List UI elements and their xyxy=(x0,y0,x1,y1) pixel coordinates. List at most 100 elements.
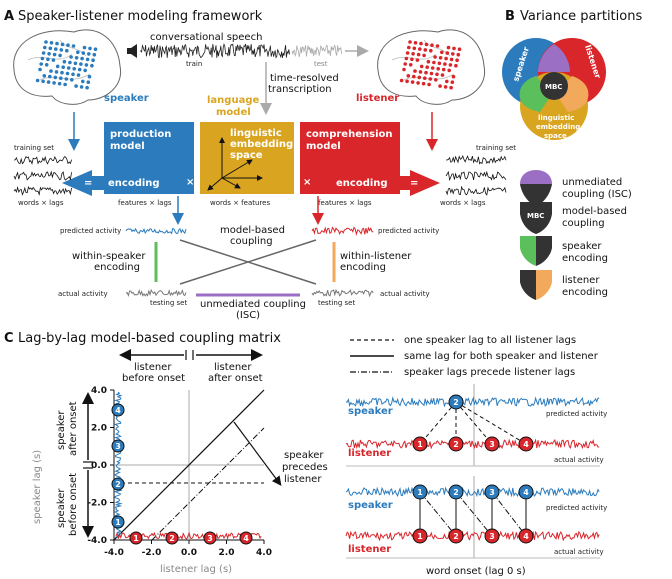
legend-mbc-line2: coupling xyxy=(562,218,605,229)
electrode-dot xyxy=(449,85,453,90)
electrode-dot xyxy=(66,43,70,47)
electrode-dot xyxy=(421,81,426,86)
bottom-listener-trace xyxy=(345,530,600,542)
electrode-dot xyxy=(427,82,431,87)
speaker-before-line2: before onset xyxy=(68,473,79,536)
x-tick-label: -2.0 xyxy=(142,548,162,558)
speech-label: conversational speech xyxy=(150,32,262,43)
top-actual-label: actual activity xyxy=(554,456,604,464)
panel-b: B Variance partitions speaker listener M… xyxy=(502,9,642,300)
electrode-dot xyxy=(49,41,54,45)
electrode-dot xyxy=(52,81,56,85)
predicted-trace-right xyxy=(311,226,374,237)
lag-node-label: 2 xyxy=(453,488,459,497)
bottom-actual-label: actual activity xyxy=(554,548,604,556)
speaker-after-line2: after onset xyxy=(68,401,79,456)
speaker-before-line1: speaker xyxy=(56,488,67,528)
lag-node-label: 3 xyxy=(207,534,213,543)
electrode-dot xyxy=(451,52,455,56)
electrode-dot xyxy=(51,58,56,62)
speaker-label: speaker xyxy=(104,93,149,104)
electrode-dot xyxy=(412,74,416,79)
matrix-y-ticks: 4.02.00.0-2.0-4.0 xyxy=(87,386,114,546)
lag-node-label: 4 xyxy=(243,534,249,543)
lag-node xyxy=(111,515,125,529)
language-model-line2: model xyxy=(216,107,251,118)
comprehension-line2: model xyxy=(306,141,341,152)
training-trace-left-1 xyxy=(13,155,72,166)
electrode-dot xyxy=(457,47,462,51)
electrode-dot xyxy=(440,73,445,77)
electrode-dot xyxy=(74,56,79,60)
legend-isc-line1: unmediated xyxy=(562,177,622,188)
speaker-lag-axis: speaker lag (s) xyxy=(32,450,43,524)
electrode-dot xyxy=(416,81,420,85)
lag-node-label: 1 xyxy=(133,534,139,543)
electrode-dot xyxy=(449,57,454,62)
language-model-line1: language xyxy=(207,95,259,106)
electrode-dot xyxy=(35,78,40,83)
electrode-dot xyxy=(446,45,451,50)
lag-node xyxy=(412,436,428,452)
electrode-dot xyxy=(407,45,411,50)
comprehension-encoding: encoding xyxy=(336,178,388,189)
training-trace-right-1 xyxy=(446,154,507,165)
electrode-dot xyxy=(65,71,70,76)
listener-label: listener xyxy=(356,93,399,104)
electrode-dot xyxy=(60,70,64,75)
top-dashed-links xyxy=(419,401,527,445)
lag-node-label: 3 xyxy=(489,440,495,449)
electrode-dot xyxy=(413,69,417,73)
electrode-dot xyxy=(79,85,84,89)
electrode-dot xyxy=(81,79,85,84)
within-speaker-line2: encoding xyxy=(94,262,140,273)
legend-dashdot-label: speaker lags precede listener lags xyxy=(404,367,575,378)
lag-link xyxy=(455,491,493,537)
word-onset-label: word onset (lag 0 s) xyxy=(426,566,526,577)
electrode-dot xyxy=(88,46,92,51)
electrode-dot xyxy=(411,52,415,56)
svg-text:MBC: MBC xyxy=(527,212,544,220)
lag-node-label: 1 xyxy=(115,518,121,527)
times-left: × xyxy=(186,177,194,188)
electrode-dot xyxy=(403,62,408,66)
lag-node-label: 4 xyxy=(523,440,529,449)
electrode-dot xyxy=(450,80,455,84)
listener-electrode-grid xyxy=(399,40,462,90)
testing-right: testing set xyxy=(318,299,355,307)
lag-node xyxy=(111,439,125,453)
electrode-dot xyxy=(46,57,50,62)
electrode-dot xyxy=(410,80,415,84)
diagonal-solid-line xyxy=(113,389,265,541)
production-model-line1: production xyxy=(110,129,171,140)
electrode-dot xyxy=(93,47,98,51)
electrode-dot xyxy=(423,48,428,52)
train-label: train xyxy=(186,60,202,68)
speaker-brain xyxy=(13,29,122,105)
electrode-dot xyxy=(47,52,51,56)
bottom-speaker-trace xyxy=(345,486,600,498)
electrode-dot xyxy=(39,62,43,66)
precedes-line2: precedes xyxy=(282,462,328,473)
electrode-dot xyxy=(72,67,76,71)
x-tick-label: 2.0 xyxy=(219,548,235,558)
lag-node xyxy=(448,528,464,544)
within-listener-line1: within-listener xyxy=(340,251,412,262)
electrode-dot xyxy=(65,48,69,53)
electrode-dot xyxy=(41,79,45,84)
predicted-trace-left xyxy=(125,227,187,235)
model-based-line2: coupling xyxy=(230,236,273,247)
electrode-dot xyxy=(404,56,409,61)
lag-node xyxy=(518,528,534,544)
lag-link xyxy=(419,491,457,537)
speech-waveform xyxy=(139,43,290,59)
listener-brain xyxy=(377,29,486,105)
listener-before-line2: before onset xyxy=(122,373,185,384)
lag-node xyxy=(412,528,428,544)
speaker-after-line1: speaker xyxy=(56,410,67,450)
electrode-dot xyxy=(418,47,422,51)
words-lags-left: words × lags xyxy=(18,199,64,207)
